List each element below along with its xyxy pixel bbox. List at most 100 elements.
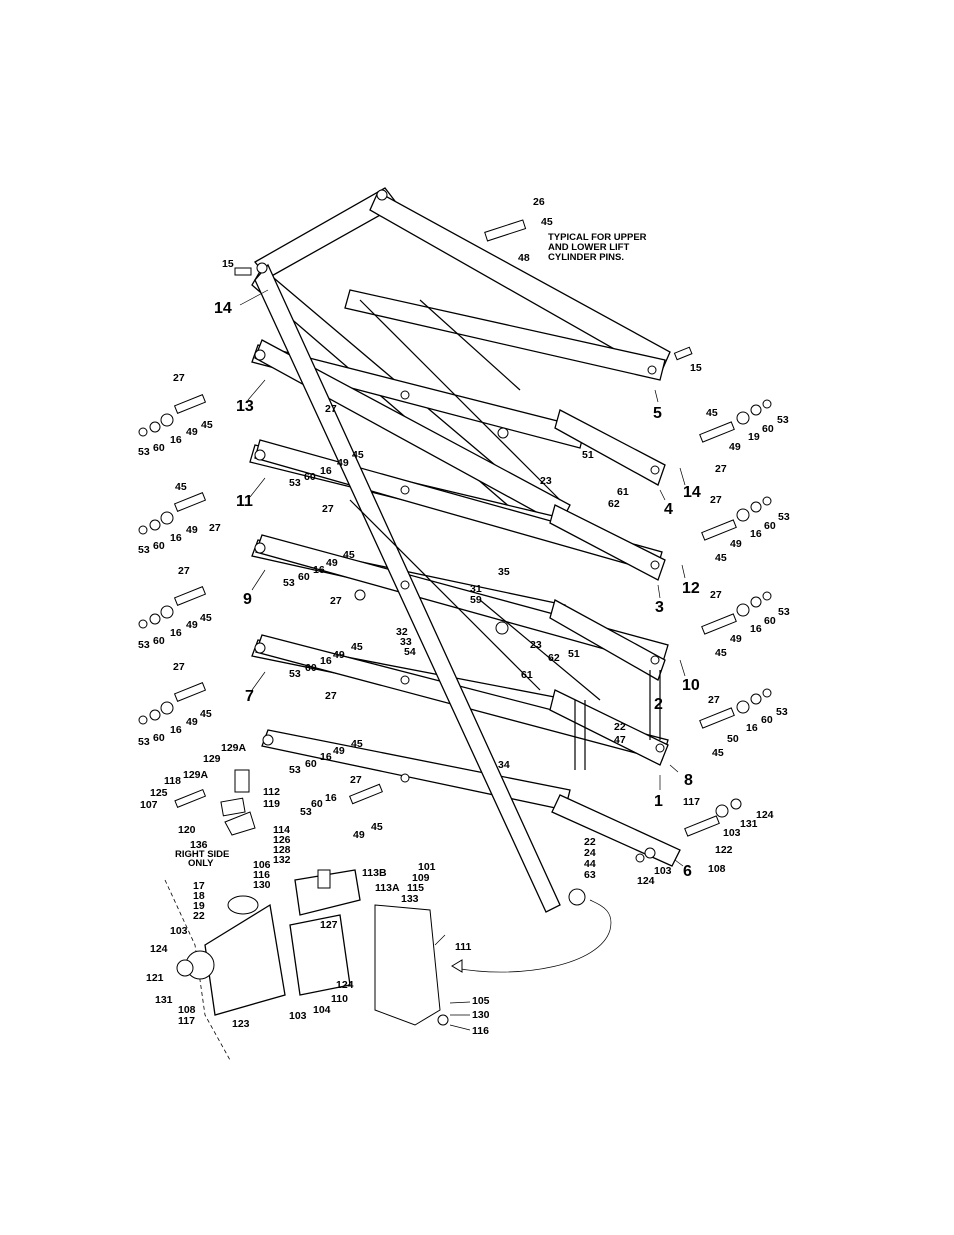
callout-r53-a: 53 (777, 414, 789, 426)
callout-45-9: 45 (200, 612, 212, 624)
callout-r60-c: 60 (764, 615, 776, 627)
callout-r60-d: 60 (761, 714, 773, 726)
label-11: 11 (236, 493, 253, 510)
callout-103-a: 103 (723, 827, 741, 839)
callout-116-a: 116 (253, 869, 270, 881)
callout-r16-b: 16 (750, 528, 762, 540)
callout-110: 110 (331, 993, 348, 1005)
callout-60-m3: 60 (305, 662, 317, 674)
callout-119: 119 (263, 798, 280, 810)
callout-r53-d: 53 (776, 706, 788, 718)
pin-stacks-left (138, 219, 693, 805)
callout-123: 123 (232, 1018, 250, 1030)
note-right-side-line2: ONLY (188, 858, 214, 869)
callout-r53-c: 53 (778, 606, 790, 618)
label-3: 3 (655, 599, 664, 616)
callout-49-m4: 49 (333, 745, 345, 757)
callout-131-a: 131 (740, 818, 758, 830)
callout-22-c: 22 (193, 910, 205, 922)
callout-53-m2: 53 (283, 577, 295, 589)
callout-r16-d: 16 (746, 722, 758, 734)
callout-49-bottom: 49 (353, 829, 365, 841)
callout-109: 109 (412, 872, 430, 884)
callout-51-a: 51 (582, 449, 594, 461)
callout-27-m2: 27 (322, 503, 334, 515)
callout-106: 106 (253, 859, 271, 871)
callout-16-bottom: 16 (325, 792, 337, 804)
callout-111: 111 (455, 941, 472, 953)
notes: TYPICAL FOR UPPER AND LOWER LIFT CYLINDE… (175, 232, 647, 869)
callout-35: 35 (498, 566, 510, 578)
callout-45-m2: 45 (343, 549, 355, 561)
label-13: 13 (236, 398, 254, 415)
callout-130-b: 130 (472, 1009, 490, 1021)
scissor-frame (249, 187, 681, 913)
callout-122: 122 (715, 844, 733, 856)
label-4: 4 (664, 501, 673, 518)
callout-27-m1: 27 (325, 403, 337, 415)
label-2: 2 (654, 696, 663, 713)
callout-112: 112 (263, 786, 280, 798)
callout-16-m1: 16 (320, 465, 332, 477)
callout-61-b: 61 (521, 669, 533, 681)
callout-22-a: 22 (614, 721, 626, 733)
callout-r45-a: 45 (706, 407, 718, 419)
callout-53-9: 53 (138, 639, 150, 651)
callout-23-a: 23 (540, 475, 552, 487)
note-typical-line3: CYLINDER PINS. (548, 252, 624, 263)
callout-45-7: 45 (200, 708, 212, 720)
callout-53-bottom: 53 (300, 806, 312, 818)
callout-117: 117 (683, 796, 700, 808)
callout-107: 107 (140, 799, 158, 811)
callout-53-m1: 53 (289, 477, 301, 489)
label-9: 9 (243, 591, 252, 608)
callout-54: 54 (404, 646, 416, 658)
callout-132: 132 (273, 854, 291, 866)
callout-130-a: 130 (253, 879, 271, 891)
callout-124-b: 124 (637, 875, 655, 887)
callout-r49-a: 49 (729, 441, 741, 453)
callout-45-m1: 45 (352, 449, 364, 461)
callout-45-bottom: 45 (371, 821, 383, 833)
callout-31: 31 (470, 583, 482, 595)
label-5: 5 (653, 405, 662, 422)
callout-124-d: 124 (336, 979, 354, 991)
label-10: 10 (682, 677, 700, 694)
callout-131-b: 131 (155, 994, 173, 1006)
base-hydraulic-assembly (164, 769, 612, 1061)
callout-49-9: 49 (186, 619, 198, 631)
callout-59: 59 (470, 594, 482, 606)
note-right-side-line1: RIGHT SIDE (175, 849, 229, 860)
callout-16-7: 16 (170, 724, 182, 736)
label-6: 6 (683, 863, 692, 880)
callout-136: 136 (190, 839, 208, 851)
leader-lines (239, 289, 686, 1031)
callout-45-top: 45 (541, 216, 553, 228)
callout-r45-c: 45 (715, 647, 727, 659)
pin-stacks-right (635, 399, 772, 863)
callout-124-c: 124 (150, 943, 168, 955)
callout-45-11: 45 (175, 481, 187, 493)
label-14b: 14 (683, 484, 701, 501)
callout-r60-a: 60 (762, 423, 774, 435)
callout-129a-2: 129A (183, 769, 209, 781)
callout-26: 26 (533, 196, 545, 208)
callout-45-m3: 45 (351, 641, 363, 653)
callout-53-m4: 53 (289, 764, 301, 776)
note-typical-line2: AND LOWER LIFT (548, 242, 629, 253)
callout-17: 17 (193, 880, 205, 892)
callout-32: 32 (396, 626, 408, 638)
callout-117-b: 117 (178, 1015, 195, 1027)
callout-r27-b: 27 (710, 494, 722, 506)
callout-103-c: 103 (170, 925, 188, 937)
callout-15-right: 15 (690, 362, 702, 374)
callout-r45-d: 45 (712, 747, 724, 759)
callout-27-m3: 27 (330, 595, 342, 607)
callout-103-d: 103 (289, 1010, 307, 1022)
callout-51-b: 51 (568, 648, 580, 660)
callout-108-b: 108 (178, 1004, 196, 1016)
callout-62-a: 62 (608, 498, 620, 510)
callout-116-b: 116 (472, 1025, 489, 1037)
callout-133: 133 (401, 893, 419, 905)
callout-27-13: 27 (173, 372, 185, 384)
